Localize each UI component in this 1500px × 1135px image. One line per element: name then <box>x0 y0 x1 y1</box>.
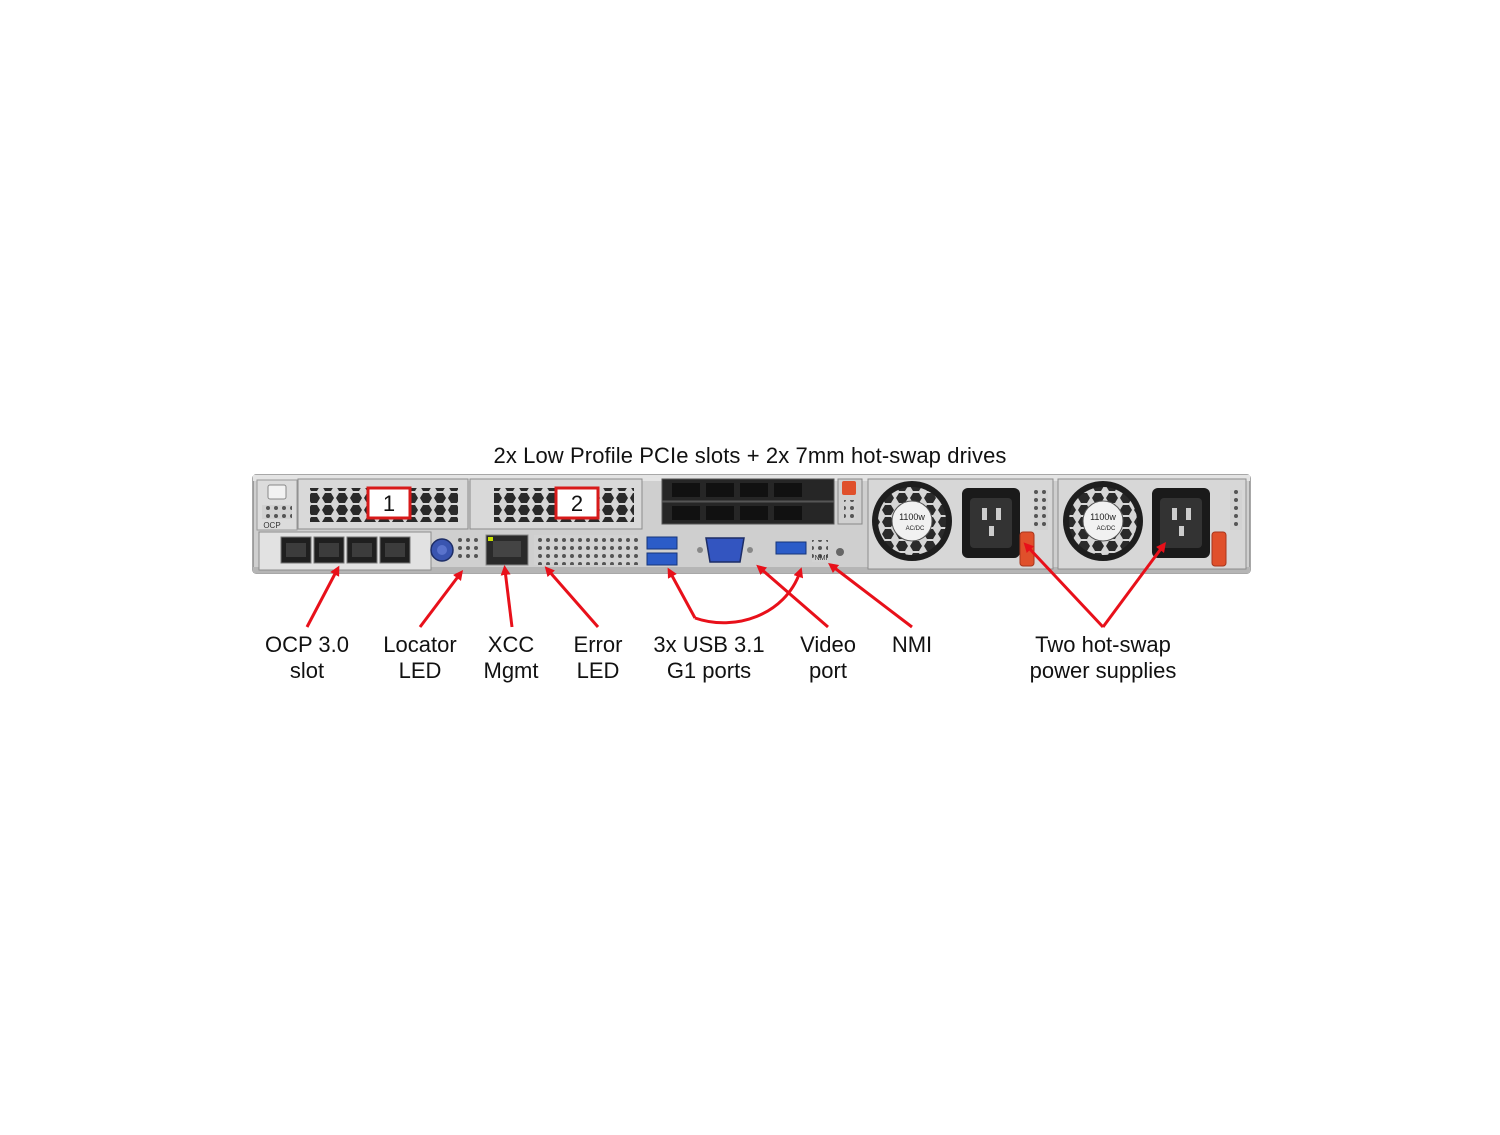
nmi-button <box>836 548 844 556</box>
vent-grid <box>534 535 638 565</box>
ocp-mark: OCP <box>263 521 280 530</box>
usb-port-1 <box>646 536 678 550</box>
slot-2-number: 2 <box>571 491 583 516</box>
diagram-title: 2x Low Profile PCIe slots + 2x 7mm hot-s… <box>493 443 1007 468</box>
svg-text:1100w: 1100w <box>1090 512 1116 522</box>
svg-text:AC/DC: AC/DC <box>906 526 925 532</box>
vga-port <box>705 537 745 563</box>
arrow-usb-left <box>667 567 697 619</box>
psu-1-handle <box>1019 531 1035 567</box>
usb-port-3 <box>775 541 807 555</box>
arrow-nmi <box>828 562 913 629</box>
arrow-ocp <box>305 565 340 628</box>
svg-text:1100w: 1100w <box>899 512 925 522</box>
arrow-usb-right <box>694 567 804 625</box>
arrow-psu-1 <box>1023 542 1105 629</box>
svg-text:AC/DC: AC/DC <box>1097 526 1116 532</box>
slot-2-callout <box>554 486 600 520</box>
arrow-locator <box>418 570 464 628</box>
arrow-psu-2 <box>1101 541 1166 628</box>
arrow-xcc <box>500 565 514 628</box>
nmi-mark: NMI <box>815 555 828 562</box>
arrow-video <box>756 564 829 629</box>
slot-1-number: 1 <box>383 491 395 516</box>
slot-1-callout <box>366 486 412 520</box>
label-nmi: NMI <box>891 632 933 657</box>
arrow-error <box>544 566 600 628</box>
usb-port-2 <box>646 552 678 566</box>
ocp-ports <box>280 536 411 564</box>
psu-2-handle <box>1211 531 1227 567</box>
